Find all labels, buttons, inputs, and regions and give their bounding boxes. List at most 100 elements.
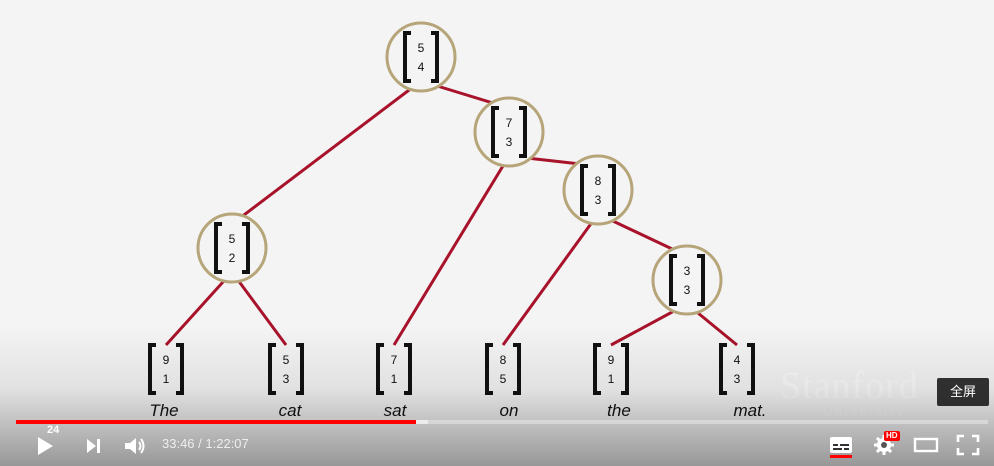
sentence-word: the [607,401,631,420]
tree-node: 52 [196,212,268,284]
watermark-subtext: University [822,404,906,420]
right-bracket [242,222,250,274]
subtitles-active-indicator [830,455,852,458]
left-bracket [669,254,677,306]
vector-bottom-value: 1 [608,372,615,386]
vector-bottom-value: 3 [283,372,290,386]
vector-bottom-value: 1 [163,372,170,386]
tree-node: 54 [385,21,457,93]
control-bar: 24 33:46 / 1:22:07 [0,424,994,466]
tree-edge [231,79,422,226]
node-circle [196,212,268,284]
sentence-word: sat [384,401,408,420]
leaf-vector: 43 [719,343,755,395]
right-bracket [296,343,304,395]
vector-top-value: 8 [595,174,602,188]
vector-top-value: 5 [283,353,290,367]
sentence-word: on [500,401,519,420]
gear-icon [874,435,894,455]
fullscreen-icon [956,434,980,456]
vector-top-value: 5 [229,232,236,246]
vector-bottom-value: 3 [734,372,741,386]
node-circle [385,21,457,93]
speed-badge: 24 [47,424,60,436]
vector-top-value: 7 [506,116,513,130]
right-bracket [608,164,616,216]
node-circle [651,244,723,316]
tree-node: 73 [473,96,545,168]
tree-node: 83 [562,154,634,226]
next-button[interactable] [78,430,108,462]
vector-top-value: 7 [391,353,398,367]
vector-top-value: 3 [684,264,691,278]
sentence-word: mat. [733,401,766,420]
left-bracket [148,343,156,395]
vector-top-value: 9 [163,353,170,367]
right-bracket [519,106,527,158]
leaf-vector: 91 [148,343,184,395]
play-icon [38,437,53,455]
vector-bottom-value: 3 [684,283,691,297]
tree-edge [230,271,288,346]
hd-badge: HD [884,431,900,441]
right-bracket [747,343,755,395]
leaf-vector: 53 [268,343,304,395]
duration: 1:22:07 [205,436,249,451]
vector-top-value: 4 [734,353,741,367]
right-bracket [513,343,521,395]
time-separator: / [194,436,206,451]
vector-top-value: 8 [500,353,507,367]
subtitles-button[interactable] [826,430,856,460]
leaf-vector: 85 [485,343,521,395]
left-bracket [214,222,222,274]
left-bracket [376,343,384,395]
vector-bottom-value: 4 [418,60,425,74]
left-bracket [268,343,276,395]
vector-bottom-value: 5 [500,372,507,386]
sentence-word: The [149,401,178,420]
subtitles-icon [830,437,852,453]
right-bracket [697,254,705,306]
tree-edge [501,213,600,346]
vector-top-value: 9 [608,353,615,367]
watermark-text: Stanford [780,365,919,407]
leaf-vector: 71 [376,343,412,395]
fullscreen-tooltip: 全屏 [937,378,989,406]
node-circle [562,154,634,226]
fullscreen-button[interactable] [952,430,984,460]
sentence-word: cat [279,401,303,420]
tree-node: 33 [651,244,723,316]
right-bracket [176,343,184,395]
tree-edge [164,270,234,347]
left-bracket [485,343,493,395]
vector-top-value: 5 [418,41,425,55]
left-bracket [580,164,588,216]
right-bracket [621,343,629,395]
next-icon [87,439,100,453]
left-bracket [403,31,411,83]
progress-played [16,420,417,424]
theater-mode-button[interactable] [910,430,942,460]
vector-bottom-value: 1 [391,372,398,386]
vector-bottom-value: 2 [229,251,236,265]
left-bracket [491,106,499,158]
left-bracket [719,343,727,395]
current-time: 33:46 [162,436,195,451]
right-bracket [431,31,439,83]
play-button[interactable] [28,430,62,462]
progress-bar[interactable] [16,420,988,424]
node-circle [473,96,545,168]
volume-button[interactable] [118,430,152,462]
tree-edge [392,155,511,346]
leaf-vector: 91 [593,343,629,395]
vector-bottom-value: 3 [595,193,602,207]
right-bracket [404,343,412,395]
vector-bottom-value: 3 [506,135,513,149]
time-display: 33:46 / 1:22:07 [162,436,249,452]
theater-icon [913,437,939,453]
settings-button[interactable] [868,430,900,460]
volume-icon [125,438,145,454]
